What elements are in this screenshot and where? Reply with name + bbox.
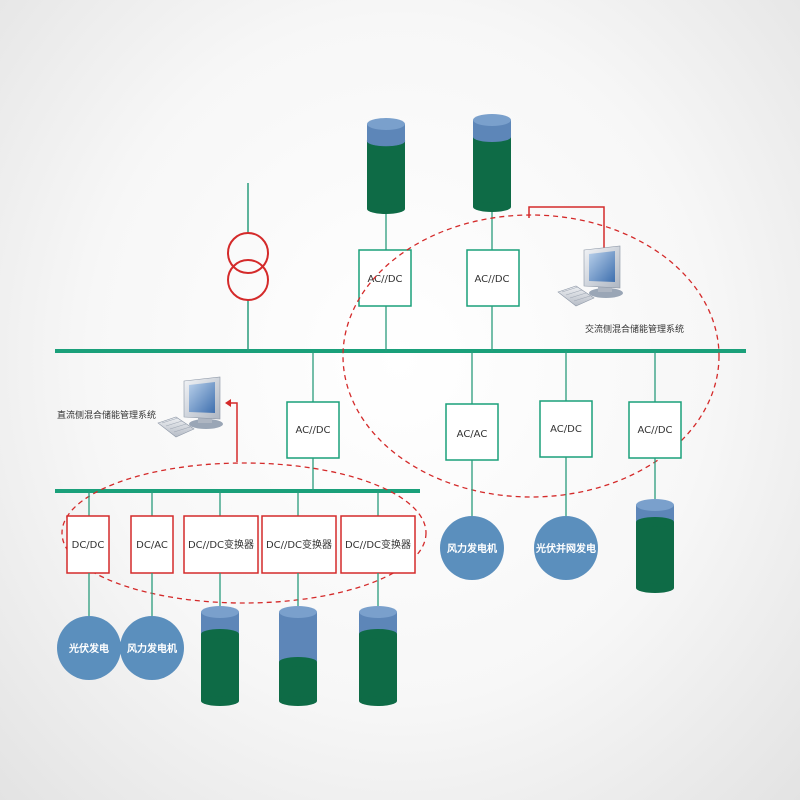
ac-signal-line xyxy=(528,206,605,252)
dc-signal-line xyxy=(229,402,238,462)
converter-acdc-right1-label: AC/DC xyxy=(550,424,582,435)
transformer-icon xyxy=(227,183,269,351)
computer-terminal-icon xyxy=(157,376,223,438)
converter-dcac-label: DC/AC xyxy=(136,540,168,551)
pv-generator-left xyxy=(57,616,121,680)
converter-dcdc-3 xyxy=(340,515,416,574)
pv-grid-generator xyxy=(534,516,598,580)
wind-generator-left xyxy=(120,616,184,680)
converter-acac xyxy=(445,403,499,461)
converter-dcdc xyxy=(66,515,110,574)
pv-grid-generator-label: 光伏并网发电 xyxy=(535,542,596,555)
battery-right xyxy=(636,499,674,593)
wind-generator-right xyxy=(440,516,504,580)
converter-dcdc-2-label: DC//DC变换器 xyxy=(266,538,332,551)
battery-top-right xyxy=(473,114,511,212)
converter-acdc-top-left-label: AC//DC xyxy=(367,274,402,285)
wind-generator-right-label: 风力发电机 xyxy=(447,542,497,555)
dc-signal-arrowhead xyxy=(225,399,231,407)
converter-acdc-top-right xyxy=(466,249,520,307)
pv-generator-left-label: 光伏发电 xyxy=(68,642,109,655)
dc-system-label: 直流侧混合储能管理系统 xyxy=(57,409,156,421)
converter-acdc-mid-label: AC//DC xyxy=(295,425,330,436)
converter-acac-label: AC/AC xyxy=(457,429,488,440)
converter-acdc-top-left xyxy=(358,249,412,307)
battery-dc-3 xyxy=(359,606,397,706)
converter-dcdc-3-label: DC//DC变换器 xyxy=(345,538,411,551)
converter-acdc-right2 xyxy=(628,401,682,459)
battery-dc-2 xyxy=(279,606,317,706)
converter-dcdc-1 xyxy=(183,515,259,574)
converter-dcdc-2 xyxy=(261,515,337,574)
dc-side-dashed-boundary xyxy=(61,462,427,604)
converter-acdc-right1 xyxy=(539,400,593,458)
converter-acdc-right2-label: AC//DC xyxy=(637,425,672,436)
ac-side-dashed-boundary xyxy=(342,214,720,498)
converter-acdc-top-right-label: AC//DC xyxy=(474,274,509,285)
battery-dc-1 xyxy=(201,606,239,706)
converter-dcdc-1-label: DC//DC变换器 xyxy=(188,538,254,551)
wind-generator-left-label: 风力发电机 xyxy=(127,642,177,655)
battery-top-left xyxy=(366,118,406,214)
converter-dcdc-label: DC/DC xyxy=(72,540,105,551)
computer-terminal-icon xyxy=(557,245,623,307)
converter-dcac xyxy=(130,515,174,574)
ac-system-label: 交流侧混合储能管理系统 xyxy=(585,323,684,335)
